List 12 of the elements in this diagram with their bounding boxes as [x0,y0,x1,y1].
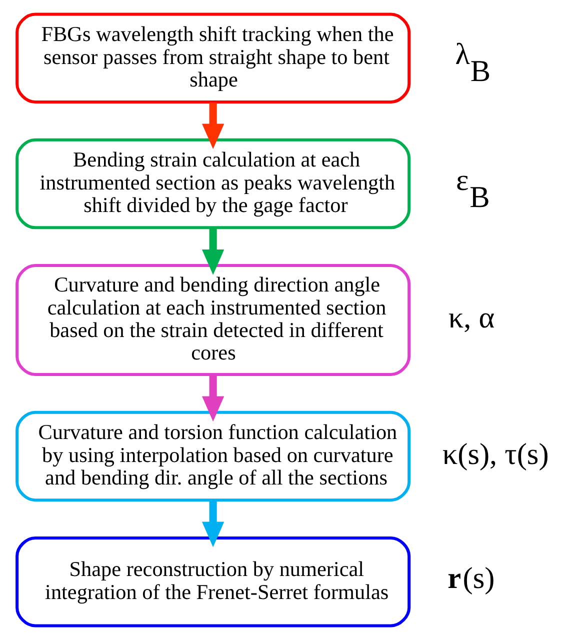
arrow [202,500,224,548]
node-box: Curvature and bending direction angle calculation at each instrumented section based on the strain detected in different cores [16,264,411,376]
node-box: Curvature and torsion function calculation by using interpolation based on curvature and bending dir. angle of all the sections [16,410,411,502]
node-label: r(s) [448,560,495,595]
node-box: FBGs wavelength shift tracking when the sensor passes from straight shape to bent shape [16,12,411,104]
node-box: Shape reconstruction by numerical integration of the Frenet-Serret formulas [16,536,411,628]
node-label: κ, α [448,300,495,335]
arrow [202,374,224,422]
node-box: Bending strain calculation at each instrumented section as peaks wavelength shift divided by the gage factor [16,138,411,230]
node-label: κ(s), τ(s) [442,436,549,471]
arrow [202,228,224,275]
arrow [202,102,224,150]
